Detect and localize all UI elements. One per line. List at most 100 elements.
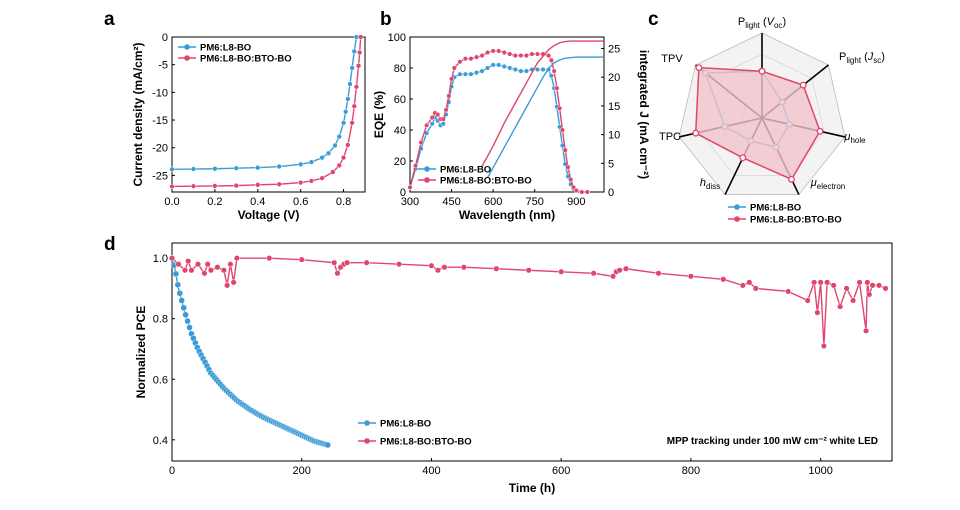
a-data-point bbox=[349, 65, 355, 71]
d-data-point bbox=[804, 297, 811, 304]
a-y-tick-label: -25 bbox=[152, 170, 168, 182]
d-data-point bbox=[233, 255, 240, 262]
b-x-tick-label: 300 bbox=[401, 196, 419, 208]
d-legend-label: PM6:L8-BO bbox=[380, 419, 431, 430]
c-radar-data-point bbox=[692, 129, 700, 137]
b-data-point bbox=[462, 71, 468, 77]
b-data-point bbox=[496, 62, 502, 68]
d-data-point bbox=[785, 288, 792, 295]
d-x-tick-label: 800 bbox=[682, 465, 700, 477]
d-data-point bbox=[460, 264, 467, 271]
c-legend-label: PM6:L8-BO:BTO-BO bbox=[750, 215, 842, 226]
b-data-point bbox=[449, 76, 455, 82]
d-data-point bbox=[869, 282, 876, 289]
c-radar-data-point bbox=[758, 67, 766, 75]
a-data-point bbox=[255, 182, 261, 188]
b-data-point bbox=[507, 65, 513, 71]
b-data-point bbox=[579, 189, 585, 195]
d-data-point bbox=[525, 267, 532, 274]
d-data-point bbox=[843, 285, 850, 292]
c-radar-axis-label: hdiss bbox=[700, 177, 720, 191]
b-x-tick-label: 450 bbox=[442, 196, 460, 208]
b-data-point bbox=[548, 57, 554, 63]
a-data-point bbox=[169, 183, 175, 190]
b-data-point bbox=[418, 139, 424, 145]
a-data-point bbox=[340, 120, 347, 126]
b-data-point bbox=[557, 105, 563, 111]
d-data-point bbox=[176, 290, 183, 297]
b-data-point bbox=[559, 127, 565, 133]
a-data-point bbox=[276, 181, 282, 187]
d-data-point bbox=[875, 282, 883, 289]
b-data-point bbox=[512, 53, 518, 59]
d-data-point bbox=[441, 264, 448, 271]
b-data-point bbox=[462, 56, 468, 62]
a-y-tick-label: -20 bbox=[152, 143, 168, 155]
d-data-point bbox=[172, 270, 180, 278]
b-y-tick-label: 40 bbox=[394, 125, 406, 137]
d-data-point bbox=[363, 259, 370, 266]
b-data-point bbox=[468, 56, 474, 62]
d-data-point bbox=[181, 267, 189, 274]
a-data-point bbox=[190, 166, 197, 172]
b-data-point bbox=[407, 184, 413, 190]
d-plot-frame bbox=[171, 242, 893, 462]
b-y-tick-label: 0 bbox=[400, 187, 406, 199]
a-data-point bbox=[347, 81, 353, 87]
b-plot-frame bbox=[409, 36, 605, 193]
a-data-point bbox=[298, 161, 304, 167]
b-data-point bbox=[451, 65, 457, 71]
d-legend-swatch-marker bbox=[364, 420, 370, 426]
d-x-axis-label: Time (h) bbox=[509, 481, 555, 495]
d-data-point bbox=[334, 270, 341, 277]
a-x-tick-label: 0.4 bbox=[250, 196, 265, 208]
b-x-tick-label: 750 bbox=[526, 196, 544, 208]
d-data-point bbox=[227, 261, 234, 268]
d-data-point bbox=[344, 259, 351, 266]
b-data-point bbox=[529, 51, 535, 57]
b-data-point bbox=[568, 177, 574, 183]
d-data-point bbox=[820, 342, 827, 349]
d-data-point bbox=[298, 256, 305, 263]
d-data-point bbox=[720, 276, 727, 283]
d-legend-swatch-marker bbox=[364, 438, 370, 444]
a-y-axis-label: Current density (mA/cm²) bbox=[131, 42, 145, 186]
a-data-point bbox=[336, 133, 342, 140]
b-data-point bbox=[435, 111, 441, 118]
b-data-point bbox=[440, 121, 446, 127]
a-data-point bbox=[349, 120, 355, 126]
b-data-point bbox=[501, 49, 507, 56]
c-radar-axis-label: TPV bbox=[661, 53, 683, 65]
d-y-tick-label: 1.0 bbox=[153, 253, 168, 265]
a-data-point bbox=[298, 179, 304, 186]
d-data-point bbox=[230, 279, 237, 286]
panel-c-radar-chart: Plight (Voc)Plight (Jsc)μholeμelectronhd… bbox=[659, 16, 885, 226]
b-data-point bbox=[429, 115, 435, 121]
a-legend-label: PM6:L8-BO bbox=[200, 43, 251, 54]
b-x-tick-label: 600 bbox=[484, 196, 502, 208]
d-data-point bbox=[610, 273, 617, 280]
d-data-point bbox=[493, 265, 500, 272]
b-data-point bbox=[584, 189, 590, 195]
d-data-point bbox=[739, 282, 746, 289]
a-data-point bbox=[212, 183, 218, 189]
d-data-point bbox=[201, 270, 208, 277]
b-data-point bbox=[562, 147, 568, 153]
b-data-point bbox=[551, 68, 557, 74]
b-data-point bbox=[479, 53, 485, 59]
b-data-point bbox=[479, 68, 485, 74]
a-data-point bbox=[308, 159, 315, 165]
a-x-tick-label: 0.8 bbox=[336, 196, 351, 208]
d-data-point bbox=[866, 291, 873, 298]
a-data-point bbox=[233, 165, 239, 171]
a-data-point bbox=[345, 96, 351, 102]
d-x-tick-label: 600 bbox=[552, 465, 570, 477]
panel-label-b: b bbox=[380, 9, 392, 30]
c-radar-axis-label: TPC bbox=[659, 131, 681, 143]
d-data-point bbox=[178, 297, 185, 304]
b-data-point bbox=[443, 107, 449, 113]
b-x-axis-label: Wavelength (nm) bbox=[459, 208, 555, 222]
d-data-point bbox=[590, 270, 597, 277]
